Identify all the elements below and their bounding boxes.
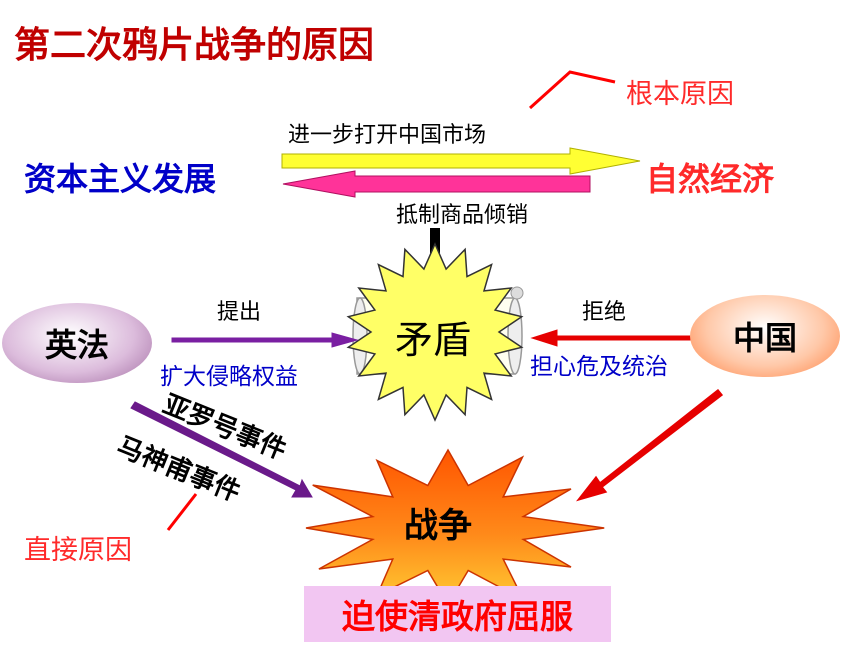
direct-cause-label: 直接原因 — [24, 535, 132, 566]
conflict-label: 矛盾 — [395, 318, 472, 362]
war-label: 战争 — [404, 506, 472, 546]
resist-goods-label: 抵制商品倾销 — [396, 203, 529, 228]
britain-france-node: 英法 — [2, 303, 152, 383]
propose-arrow — [171, 332, 359, 348]
open-market-label: 进一步打开中国市场 — [288, 123, 487, 148]
refuse-label: 拒绝 — [582, 300, 627, 325]
page-title: 第二次鸦片战争的原因 — [14, 25, 375, 66]
refuse-arrow — [530, 329, 694, 347]
root-cause-label: 根本原因 — [626, 79, 734, 110]
root-cause-pointer — [528, 70, 616, 110]
worry-rule-label: 担心危及统治 — [530, 354, 668, 380]
direct-cause-pointer — [166, 493, 198, 531]
incident-arrow — [130, 401, 313, 498]
china-war-arrow — [575, 388, 724, 502]
result-label: 迫使清政府屈服 — [342, 597, 573, 636]
expand-rights-label: 扩大侵略权益 — [160, 364, 298, 390]
capitalism-node: 资本主义发展 — [24, 160, 217, 198]
natural-economy-node: 自然经济 — [646, 160, 775, 198]
result-box: 迫使清政府屈服 — [304, 586, 611, 642]
propose-label: 提出 — [217, 300, 262, 325]
conflict-starburst — [346, 242, 524, 422]
china-label: 中国 — [732, 319, 797, 357]
resist-goods-arrow — [282, 170, 591, 198]
britain-france-label: 英法 — [44, 326, 109, 364]
open-market-arrow — [281, 147, 641, 175]
china-node: 中国 — [690, 295, 840, 377]
